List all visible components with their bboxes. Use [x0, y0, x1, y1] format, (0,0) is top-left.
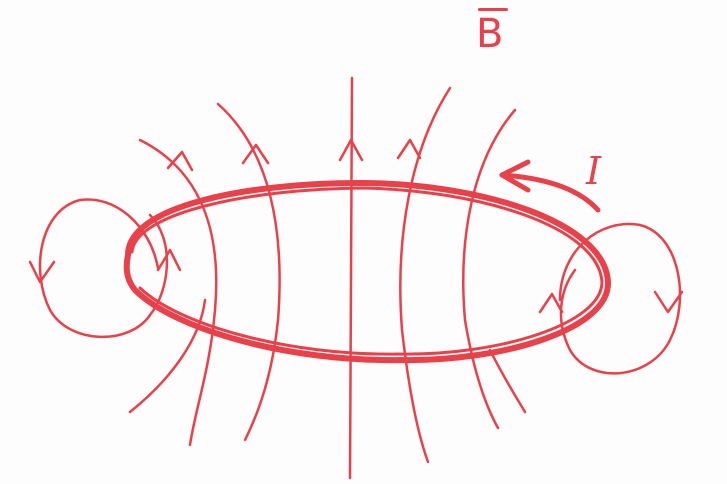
field-line-arrow-right-1: [396, 138, 422, 160]
field-line-right-1: [399, 86, 452, 464]
field-line-right-3: [488, 348, 527, 414]
field-line-center: [348, 76, 354, 480]
field-loop-left-arrow-down: [28, 260, 56, 284]
field-loop-right-arrow-up: [538, 292, 564, 314]
field-line-arrow-center: [338, 138, 364, 162]
field-symbol: B: [476, 11, 504, 57]
field-loop-right: [558, 222, 682, 375]
field-line-arrow-left-1: [241, 143, 270, 165]
field-loop-left-arrow-up: [156, 248, 182, 272]
field-loop-right-arrow-down: [653, 290, 684, 314]
field-line-arrow-left-2: [166, 150, 194, 172]
current-label-i: I: [586, 149, 602, 193]
field-label-b: B: [476, 8, 508, 57]
field-line-left-3: [128, 298, 207, 414]
vector-bar: [478, 8, 508, 11]
field-line-right-2: [462, 108, 517, 430]
current-arrow: [499, 159, 601, 213]
current-loop: [123, 180, 612, 364]
field-line-left-2: [138, 138, 218, 447]
field-loop-left: [38, 198, 169, 339]
